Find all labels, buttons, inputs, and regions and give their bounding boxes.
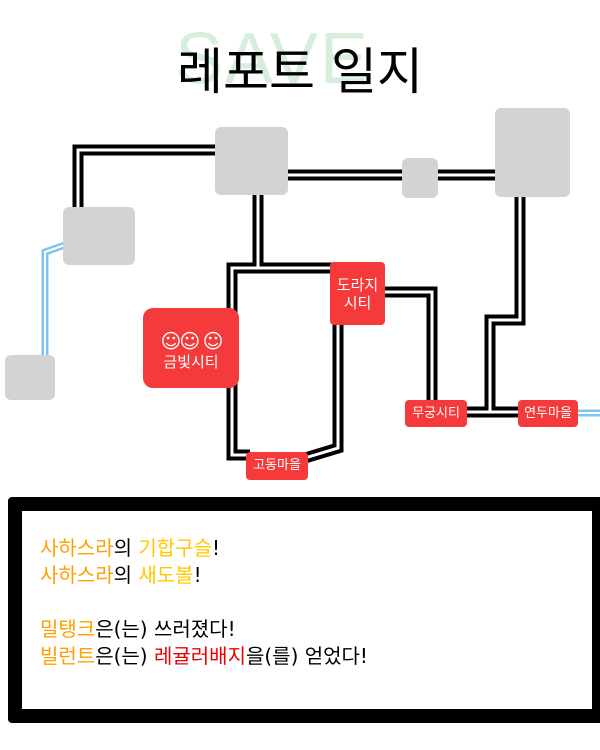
text: 의 — [113, 563, 139, 587]
unknown-location[interactable] — [5, 355, 55, 400]
text: ! — [193, 563, 202, 587]
city-label: 연두마을 — [524, 405, 572, 421]
city-doraji[interactable]: 도라지 시티 — [330, 262, 385, 325]
text: 의 — [113, 536, 139, 560]
trainer-name: 빌런트 — [40, 644, 96, 668]
move-name: 새도볼 — [138, 563, 194, 587]
city-mugung[interactable]: 무궁시티 — [405, 400, 467, 427]
city-yeondu[interactable]: 연두마을 — [518, 400, 578, 427]
log-line: 사하스라의 새도볼! — [40, 562, 592, 589]
pokemon-name: 사하스라 — [40, 536, 114, 560]
log-line: 밀탱크은(는) 쓰러졌다! — [40, 616, 592, 643]
save-watermark: SAVE — [175, 19, 370, 99]
log-line: 빌런트은(는) 레귤러배지을(를) 얻었다! — [40, 643, 592, 670]
unknown-location[interactable] — [215, 127, 288, 195]
text: 을(를) 얻었다! — [245, 644, 368, 668]
pokemon-name: 사하스라 — [40, 563, 114, 587]
move-name: 기합구슬 — [138, 536, 212, 560]
city-godong[interactable]: 고동마을 — [246, 452, 308, 480]
city-label: 고동마을 — [253, 458, 301, 474]
battle-log-dialog: 사하스라의 기합구슬! 사하스라의 새도볼! 밀탱크은(는) 쓰러졌다! 빌런트… — [8, 497, 600, 723]
unknown-location[interactable] — [63, 207, 135, 265]
badge-name: 레귤러배지 — [153, 644, 246, 668]
text: ! — [211, 536, 221, 560]
city-label: 무궁시티 — [412, 405, 460, 421]
text: 은(는) 쓰러졌다! — [95, 617, 236, 641]
city-label: 금빛시티 — [163, 353, 219, 371]
unknown-location[interactable] — [402, 158, 438, 198]
text: 은(는) — [95, 644, 154, 668]
city-geumbit[interactable]: ☺☺ ☺ 금빛시티 — [143, 308, 239, 388]
unknown-location[interactable] — [495, 108, 570, 197]
trainer-party-icon: ☺☺ ☺ — [160, 329, 224, 353]
city-label: 도라지 시티 — [336, 275, 379, 312]
pokemon-name: 밀탱크 — [40, 617, 96, 641]
log-line: 사하스라의 기합구슬! — [40, 535, 592, 562]
page-title: 레포트 일지 — [177, 43, 423, 101]
